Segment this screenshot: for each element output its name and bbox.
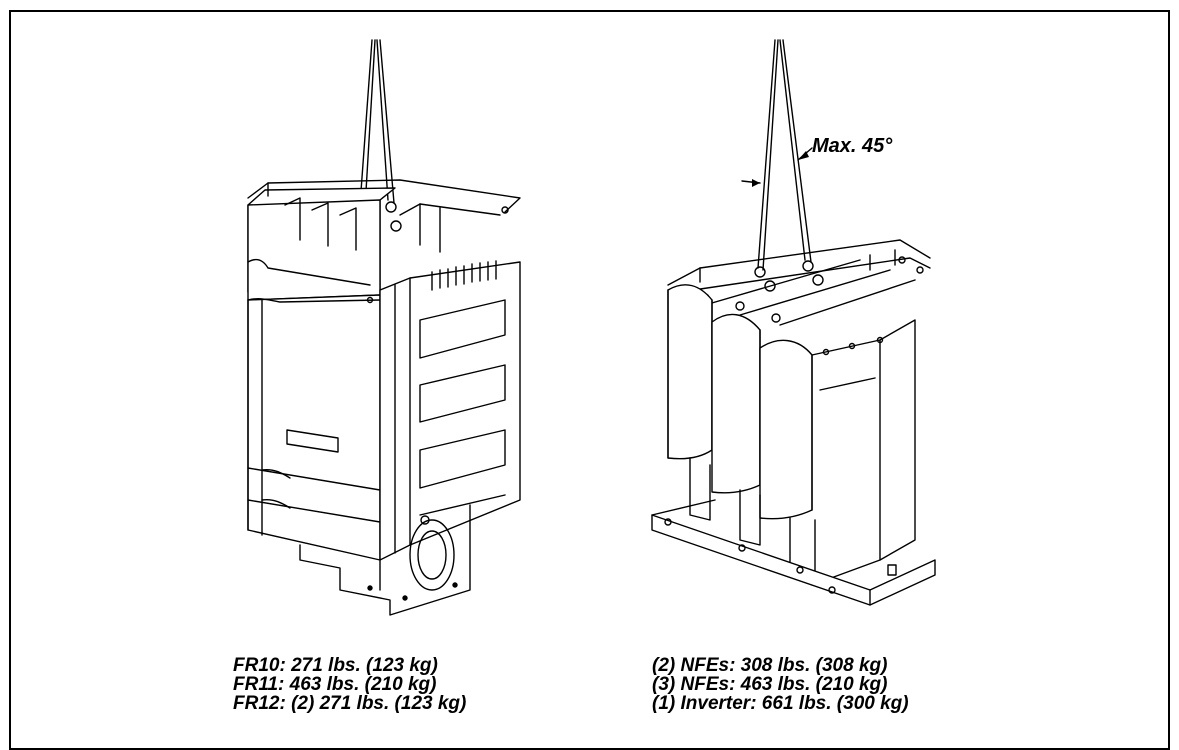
angle-label: Max. 45° [812, 135, 893, 157]
lifting-strap [352, 39, 402, 236]
angle-indicator [741, 147, 813, 187]
caption-line: FR10: 271 lbs. (123 kg) [233, 655, 438, 676]
caption-line: (1) Inverter: 661 lbs. (300 kg) [652, 693, 909, 714]
caption-line: FR11: 463 lbs. (210 kg) [233, 674, 437, 695]
lifting-strap [754, 39, 824, 292]
caption-line: (2) NFEs: 308 lbs. (308 kg) [652, 655, 888, 676]
lifting-diagram [247, 39, 936, 616]
base-frame [651, 499, 936, 606]
drive-cabinet [247, 179, 521, 616]
nfe-module [711, 313, 761, 494]
left-weight-caption: FR10: 271 lbs. (123 kg) FR11: 463 lbs. (… [233, 656, 466, 713]
vent-grille [431, 260, 497, 291]
right-weight-caption: (2) NFEs: 308 lbs. (308 kg) (3) NFEs: 46… [652, 656, 909, 713]
nfe-module [667, 284, 713, 460]
inverter-module [759, 319, 916, 586]
caption-line: FR12: (2) 271 lbs. (123 kg) [233, 693, 467, 714]
caption-line: (3) NFEs: 463 lbs. (210 kg) [652, 674, 888, 695]
drive-unit-illustration [247, 39, 521, 616]
nfe-unit-illustration [651, 39, 936, 606]
